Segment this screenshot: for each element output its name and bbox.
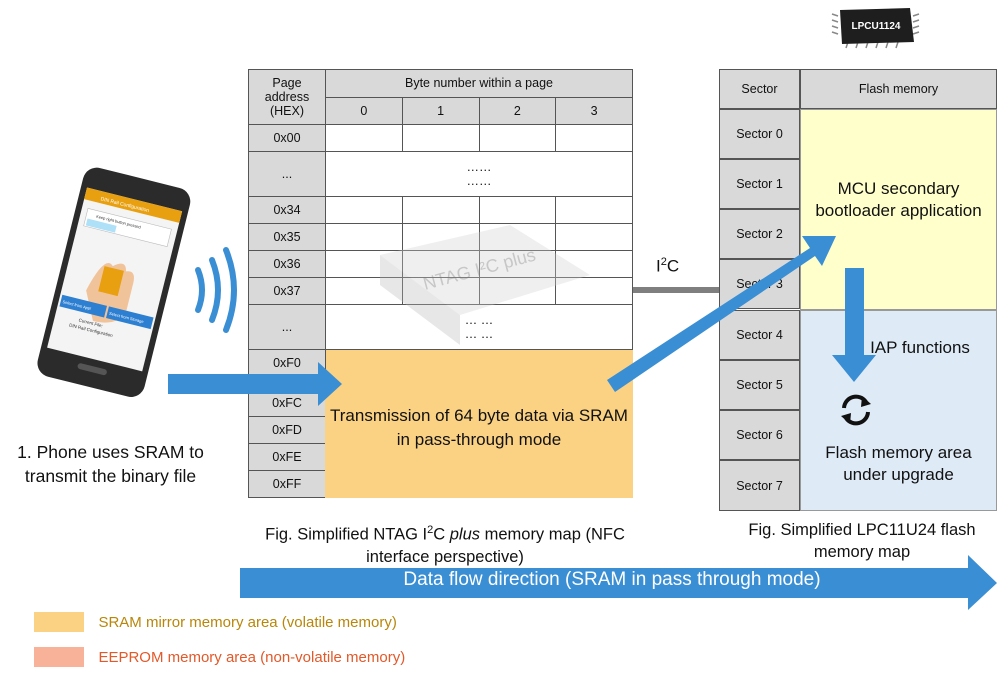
nfc-waves-icon xyxy=(195,247,237,333)
flash-caption: Fig. Simplified LPC11U24 flash memory ma… xyxy=(748,521,976,561)
sector-1: Sector 1 xyxy=(719,159,800,209)
flash-memory-header: Flash memory xyxy=(800,69,997,109)
byte-col-0: 0 xyxy=(325,96,403,125)
page-addr-0x37: 0x37 xyxy=(248,277,326,305)
byte-col-3: 3 xyxy=(555,96,633,125)
legend-sram: SRAM mirror memory area (volatile memory… xyxy=(34,612,397,632)
upgrade-area-text: Flash memory area under upgrade xyxy=(825,443,972,484)
page-addr-0xFC: 0xFC xyxy=(248,389,326,417)
sector-4: Sector 4 xyxy=(719,310,800,360)
page-addr-ellipsis-1: ... xyxy=(248,151,326,197)
sector-header: Sector xyxy=(719,69,800,109)
byte-col-2: 2 xyxy=(478,96,557,125)
phone-caption: 1. Phone uses SRAM to transmit the binar… xyxy=(17,442,204,486)
i2c-bus-line xyxy=(633,287,719,293)
legend-eeprom: EEPROM memory area (non-volatile memory) xyxy=(34,647,405,667)
byte-col-1: 1 xyxy=(401,96,480,125)
legend-sram-swatch xyxy=(34,612,84,632)
ntag-memory-map: Page address (HEX) Byte number within a … xyxy=(248,69,633,511)
legend-eeprom-swatch xyxy=(34,647,84,667)
page-addr-0xFF: 0xFF xyxy=(248,470,326,498)
ntag-chip-watermark: NTAG I²C plus xyxy=(380,225,590,345)
mcu-chip-label: LPCU1124 xyxy=(852,21,901,32)
legend-sram-text: SRAM mirror memory area (volatile memory… xyxy=(98,613,397,631)
sector-3: Sector 3 xyxy=(719,259,800,309)
page-addr-0x00: 0x00 xyxy=(248,124,326,152)
sram-transmission-text: Transmission of 64 byte data via SRAM in… xyxy=(330,406,628,449)
iap-functions-text: IAP functions xyxy=(870,338,970,357)
data-flow-label: Data flow direction (SRAM in pass throug… xyxy=(403,569,821,590)
ellipsis-cell-1: ………… xyxy=(325,151,633,197)
sector-6: Sector 6 xyxy=(719,410,800,460)
sector-5: Sector 5 xyxy=(719,360,800,410)
sector-0: Sector 0 xyxy=(719,109,800,159)
page-addr-0x36: 0x36 xyxy=(248,250,326,278)
page-addr-0xFD: 0xFD xyxy=(248,416,326,444)
page-address-header: Page address (HEX) xyxy=(248,69,326,125)
page-addr-0x34: 0x34 xyxy=(248,196,326,224)
legend-eeprom-text: EEPROM memory area (non-volatile memory) xyxy=(98,648,406,666)
byte-number-header: Byte number within a page xyxy=(325,69,633,98)
bootloader-text: MCU secondary bootloader application xyxy=(815,179,982,220)
page-addr-0xF0: 0xF0 xyxy=(248,349,326,377)
page-addr-0x35: 0x35 xyxy=(248,223,326,251)
ellipsis-cell-2: … …… … xyxy=(325,304,633,350)
refresh-icon xyxy=(841,394,871,426)
ntag-caption: Fig. Simplified NTAG I2C plus memory map… xyxy=(265,524,625,566)
page-addr-ellipsis-2: ... xyxy=(248,304,326,350)
phone-current-file-label: Current File: xyxy=(78,318,103,329)
sector-7: Sector 7 xyxy=(719,460,800,511)
mcu-chip-icon: LPCU1124 xyxy=(831,8,920,49)
sector-2: Sector 2 xyxy=(719,209,800,259)
page-addr-0xFE: 0xFE xyxy=(248,443,326,471)
smartphone-illustration: DIN Rail Configuration Keep right button… xyxy=(37,167,191,397)
sram-area xyxy=(325,349,633,498)
phone-button-app[interactable]: Select from App! xyxy=(62,299,92,311)
i2c-label: I2C xyxy=(656,256,680,276)
